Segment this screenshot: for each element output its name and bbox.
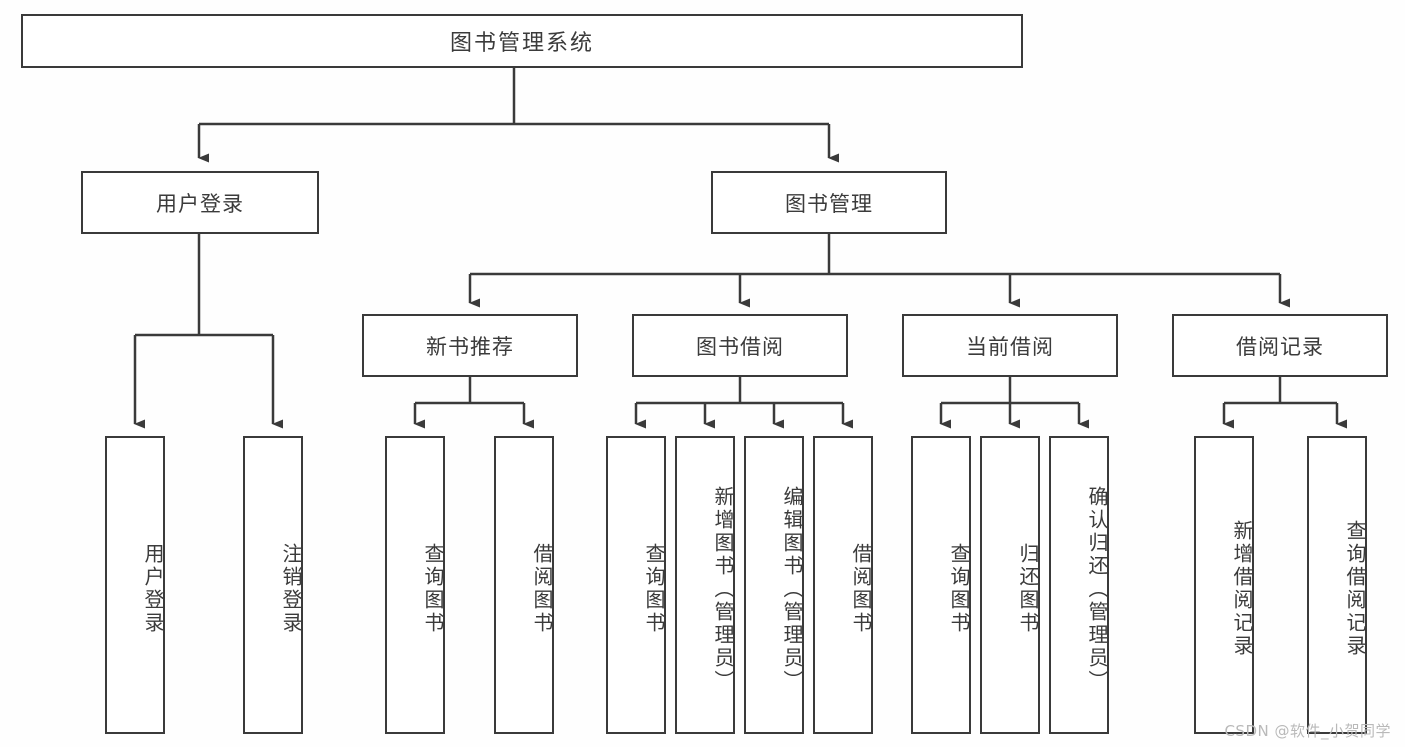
node-book-management-label: 图书管理 <box>785 191 873 216</box>
leaf-current-return-label: 归还图书 <box>1016 543 1040 635</box>
leaf-current-return[interactable]: 归还图书 <box>980 436 1040 734</box>
leaf-record-add[interactable]: 新增借阅记录 <box>1194 436 1254 734</box>
leaf-user-logout[interactable]: 注销登录 <box>243 436 303 734</box>
node-book-management[interactable]: 图书管理 <box>711 171 947 234</box>
node-book-borrow-label: 图书借阅 <box>696 334 784 359</box>
leaf-newbook-query[interactable]: 查询图书 <box>385 436 445 734</box>
node-new-book-recommend[interactable]: 新书推荐 <box>362 314 578 377</box>
leaf-current-query[interactable]: 查询图书 <box>911 436 971 734</box>
leaf-record-query-label: 查询借阅记录 <box>1343 520 1367 658</box>
leaf-newbook-borrow[interactable]: 借阅图书 <box>494 436 554 734</box>
node-root-label: 图书管理系统 <box>449 31 594 56</box>
node-current-borrow[interactable]: 当前借阅 <box>902 314 1118 377</box>
leaf-borrow-add-label: 新增图书（管理员） <box>711 485 735 693</box>
leaf-current-confirm-return-label: 确认归还（管理员） <box>1085 485 1109 693</box>
node-borrow-record[interactable]: 借阅记录 <box>1172 314 1388 377</box>
leaf-borrow-lend[interactable]: 借阅图书 <box>813 436 873 734</box>
leaf-current-confirm-return[interactable]: 确认归还（管理员） <box>1049 436 1109 734</box>
leaf-record-add-label: 新增借阅记录 <box>1230 520 1254 658</box>
leaf-borrow-query[interactable]: 查询图书 <box>606 436 666 734</box>
leaf-borrow-query-label: 查询图书 <box>642 543 666 635</box>
leaf-borrow-add[interactable]: 新增图书（管理员） <box>675 436 735 734</box>
node-current-borrow-label: 当前借阅 <box>966 334 1054 359</box>
leaf-user-login-label: 用户登录 <box>141 543 165 635</box>
leaf-user-login[interactable]: 用户登录 <box>105 436 165 734</box>
node-book-borrow[interactable]: 图书借阅 <box>632 314 848 377</box>
leaf-borrow-lend-label: 借阅图书 <box>849 543 873 635</box>
node-user-login[interactable]: 用户登录 <box>81 171 319 234</box>
leaf-current-query-label: 查询图书 <box>947 543 971 635</box>
csdn-watermark: CSDN @软件_小贺同学 <box>1224 722 1391 740</box>
leaf-borrow-edit-label: 编辑图书（管理员） <box>780 485 804 693</box>
node-borrow-record-label: 借阅记录 <box>1236 334 1324 359</box>
leaf-user-logout-label: 注销登录 <box>279 543 303 635</box>
leaf-newbook-query-label: 查询图书 <box>421 543 445 635</box>
leaf-record-query[interactable]: 查询借阅记录 <box>1307 436 1367 734</box>
leaf-borrow-edit[interactable]: 编辑图书（管理员） <box>744 436 804 734</box>
leaf-newbook-borrow-label: 借阅图书 <box>530 543 554 635</box>
node-user-login-label: 用户登录 <box>156 191 244 216</box>
node-new-book-recommend-label: 新书推荐 <box>426 334 514 359</box>
node-root[interactable]: 图书管理系统 <box>21 14 1023 68</box>
